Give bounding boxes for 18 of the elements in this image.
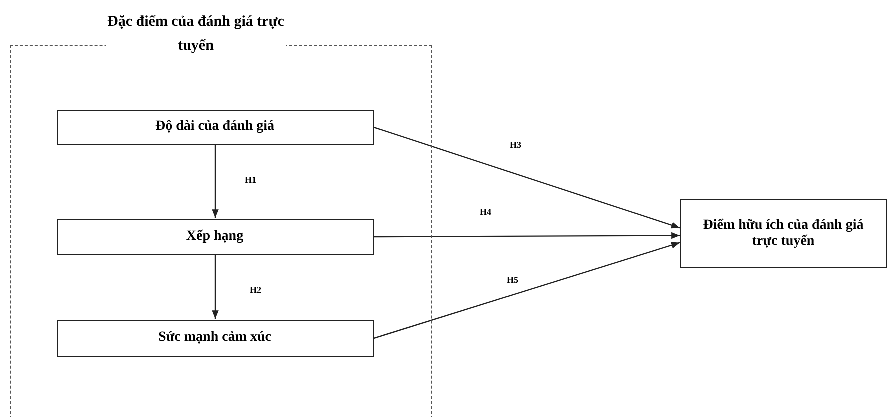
process-box (680, 199, 887, 268)
edge-label: H4 (480, 207, 492, 217)
edge-label: H5 (507, 275, 519, 285)
process-box (56, 110, 374, 144)
box-label: Điểm hữu ích của đánh giá trực tuyến (702, 218, 865, 250)
process-box (56, 218, 374, 254)
edge-label: H2 (250, 285, 262, 295)
process-box (56, 320, 374, 356)
arrow (374, 242, 680, 340)
arrow (212, 145, 219, 218)
arrow (374, 126, 680, 229)
edge-label: H1 (245, 175, 257, 185)
box-label: Xếp hạng (186, 228, 244, 244)
box-label: Sức mạnh cảm xúc (158, 330, 272, 346)
box-label: Độ dài của đánh giá (155, 119, 275, 135)
edge-label: H3 (510, 140, 522, 150)
arrow (374, 232, 680, 240)
arrow (212, 255, 219, 319)
